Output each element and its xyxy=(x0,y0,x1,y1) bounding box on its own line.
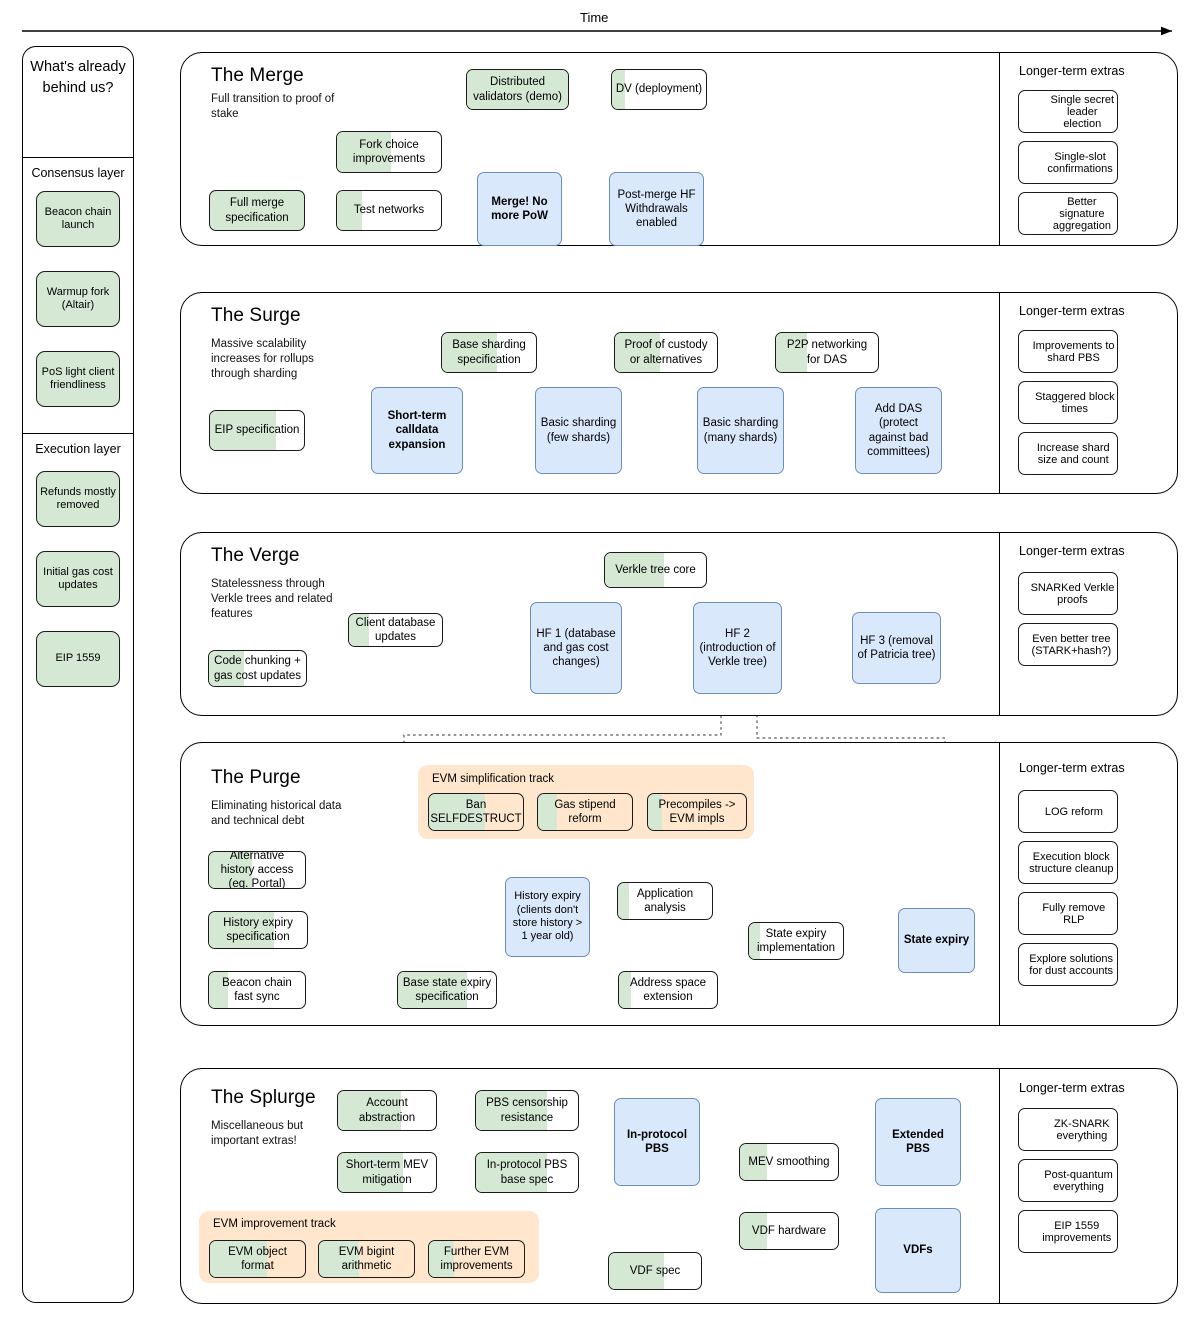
phase-title-verge: The Verge xyxy=(211,545,300,566)
extra-purge-execution-block-structure-cleanup[interactable]: Execution block structure cleanup xyxy=(1018,841,1118,884)
node-in-protocol-pbs-base-spec[interactable]: In-protocol PBS base spec xyxy=(475,1152,579,1193)
node-alternative-history-access[interactable]: Alternative history access (eg. Portal) xyxy=(208,851,306,889)
node-evm-object-format[interactable]: EVM object format xyxy=(209,1240,306,1278)
extras-divider-splurge xyxy=(999,1069,1000,1303)
node-basic-sharding-many-shards[interactable]: Basic sharding (many shards) xyxy=(697,387,784,474)
node-basic-sharding-few-shards[interactable]: Basic sharding (few shards) xyxy=(535,387,622,474)
node-client-database-updates[interactable]: Client database updates xyxy=(348,613,443,647)
phase-subtitle-purge: Eliminating historical data and technica… xyxy=(211,800,342,828)
sidebar-item-eip-1559[interactable]: EIP 1559 xyxy=(36,631,120,687)
phase-subtitle-splurge: Miscellaneous but important extras! xyxy=(211,1120,304,1148)
node-extended-pbs[interactable]: Extended PBS xyxy=(875,1098,961,1186)
sidebar-divider-2 xyxy=(23,433,133,434)
extra-verge-even-better-tree[interactable]: Even better tree (STARK+hash?) xyxy=(1018,623,1118,666)
extras-heading-purge: Longer-term extras xyxy=(1019,761,1125,775)
sidebar-heading-consensus: Consensus layer xyxy=(31,166,125,180)
node-dv-deployment[interactable]: DV (deployment) xyxy=(611,69,707,110)
sidebar-divider-1 xyxy=(23,157,133,158)
sidebar-item-beacon-chain-launch[interactable]: Beacon chain launch xyxy=(36,191,120,247)
evm-improvement-track-label: EVM improvement track xyxy=(213,1218,336,1230)
sidebar-item-initial-gas-cost-updates[interactable]: Initial gas cost updates xyxy=(36,551,120,607)
node-distributed-validators[interactable]: Distributed validators (demo) xyxy=(466,69,569,110)
node-post-merge-hf[interactable]: Post-merge HF Withdrawals enabled xyxy=(609,172,704,246)
extra-merge-better-signature-aggregation[interactable]: Better signature aggregation xyxy=(1018,192,1118,235)
phase-title-surge: The Surge xyxy=(211,305,301,326)
node-merge[interactable]: Merge! No more PoW xyxy=(477,172,562,246)
node-eip-specification[interactable]: EIP specification xyxy=(209,410,305,451)
extra-purge-fully-remove-rlp[interactable]: Fully remove RLP xyxy=(1018,892,1118,935)
node-p2p-networking-for-das[interactable]: P2P networking for DAS xyxy=(775,332,879,373)
node-hf-3[interactable]: HF 3 (removal of Patricia tree) xyxy=(852,612,941,684)
phase-subtitle-verge: Statelessness through Verkle trees and r… xyxy=(211,578,333,621)
phase-title-purge: The Purge xyxy=(211,767,301,788)
extras-heading-splurge: Longer-term extras xyxy=(1019,1081,1125,1095)
extra-purge-explore-dust-accounts[interactable]: Explore solutions for dust accounts xyxy=(1018,943,1118,986)
extra-splurge-zk-snark-everything[interactable]: ZK-SNARK everything xyxy=(1018,1108,1118,1151)
phase-title-splurge: The Splurge xyxy=(211,1087,316,1108)
node-beacon-chain-fast-sync[interactable]: Beacon chain fast sync xyxy=(208,971,306,1009)
node-full-merge-specification[interactable]: Full merge specification xyxy=(209,190,305,231)
node-history-expiry-specification[interactable]: History expiry specification xyxy=(208,911,308,949)
node-hf-1[interactable]: HF 1 (database and gas cost changes) xyxy=(530,602,622,694)
node-vdf-hardware[interactable]: VDF hardware xyxy=(739,1212,839,1250)
extra-splurge-post-quantum-everything[interactable]: Post-quantum everything xyxy=(1018,1159,1118,1202)
node-application-analysis[interactable]: Application analysis xyxy=(617,882,713,920)
node-vdfs[interactable]: VDFs xyxy=(875,1208,961,1293)
extra-surge-staggered-block-times[interactable]: Staggered block times xyxy=(1018,381,1118,424)
extra-merge-single-secret-leader-election[interactable]: Single secret leader election xyxy=(1018,90,1118,133)
node-base-state-expiry-specification[interactable]: Base state expiry specification xyxy=(397,971,497,1009)
extra-verge-snarked-verkle-proofs[interactable]: SNARKed Verkle proofs xyxy=(1018,572,1118,615)
node-precompiles-evm-impls[interactable]: Precompiles -> EVM impls xyxy=(647,793,747,831)
phase-subtitle-merge: Full transition to proof of stake xyxy=(211,93,335,121)
extras-heading-verge: Longer-term extras xyxy=(1019,544,1125,558)
node-fork-choice-improvements[interactable]: Fork choice improvements xyxy=(336,131,442,173)
sidebar-panel: What's already behind us? Consensus laye… xyxy=(22,46,134,1303)
extra-splurge-eip-1559-improvements[interactable]: EIP 1559 improvements xyxy=(1018,1210,1118,1253)
phase-subtitle-surge: Massive scalability increases for rollup… xyxy=(211,338,314,381)
extras-divider-surge xyxy=(999,293,1000,493)
extra-surge-increase-shard-size[interactable]: Increase shard size and count xyxy=(1018,432,1118,475)
node-hf-2[interactable]: HF 2 (introduction of Verkle tree) xyxy=(693,602,782,694)
node-gas-stipend-reform[interactable]: Gas stipend reform xyxy=(537,793,633,831)
extra-purge-log-reform[interactable]: LOG reform xyxy=(1018,790,1118,833)
extras-divider-verge xyxy=(999,533,1000,715)
extras-divider-purge xyxy=(999,743,1000,1025)
node-code-chunking-gas-cost-updates[interactable]: Code chunking + gas cost updates xyxy=(208,650,307,687)
node-add-das[interactable]: Add DAS (protect against bad committees) xyxy=(855,387,942,474)
node-base-sharding-specification[interactable]: Base sharding specification xyxy=(441,332,537,373)
sidebar-heading-execution: Execution layer xyxy=(35,442,121,456)
phase-title-merge: The Merge xyxy=(211,65,304,86)
node-in-protocol-pbs[interactable]: In-protocol PBS xyxy=(614,1098,700,1186)
node-short-term-mev-mitigation[interactable]: Short-term MEV mitigation xyxy=(337,1152,437,1193)
node-verkle-tree-core[interactable]: Verkle tree core xyxy=(604,552,707,588)
node-ban-selfdestruct[interactable]: Ban SELFDESTRUCT xyxy=(428,793,524,831)
node-pbs-censorship-resistance[interactable]: PBS censorship resistance xyxy=(475,1090,579,1131)
node-state-expiry-implementation[interactable]: State expiry implementation xyxy=(748,922,844,960)
extra-surge-improvements-shard-pbs[interactable]: Improvements to shard PBS xyxy=(1018,330,1118,373)
node-vdf-spec[interactable]: VDF spec xyxy=(608,1252,702,1290)
time-axis-label: Time xyxy=(580,10,609,25)
node-history-expiry[interactable]: History expiry (clients don't store hist… xyxy=(505,877,590,957)
node-evm-bigint-arithmetic[interactable]: EVM bigint arithmetic xyxy=(318,1240,415,1278)
node-address-space-extension[interactable]: Address space extension xyxy=(618,971,718,1009)
node-short-term-calldata-expansion[interactable]: Short-term calldata expansion xyxy=(371,387,463,474)
extra-merge-single-slot-confirmations[interactable]: Single-slot confirmations xyxy=(1018,141,1118,184)
node-further-evm-improvements[interactable]: Further EVM improvements xyxy=(428,1240,525,1278)
sidebar-title: What's already behind us? xyxy=(30,59,126,97)
extras-heading-merge: Longer-term extras xyxy=(1019,64,1125,78)
node-state-expiry[interactable]: State expiry xyxy=(898,908,975,973)
node-mev-smoothing[interactable]: MEV smoothing xyxy=(739,1143,839,1181)
node-test-networks[interactable]: Test networks xyxy=(336,190,442,231)
node-account-abstraction[interactable]: Account abstraction xyxy=(337,1090,437,1131)
node-proof-of-custody[interactable]: Proof of custody or alternatives xyxy=(614,332,718,373)
phase-panel-surge: The Surge Massive scalability increases … xyxy=(180,292,1178,494)
evm-simplification-track-label: EVM simplification track xyxy=(432,773,555,785)
sidebar-item-pos-light-client[interactable]: PoS light client friendliness xyxy=(36,351,120,407)
sidebar-item-warmup-fork[interactable]: Warmup fork (Altair) xyxy=(36,271,120,327)
extras-divider-merge xyxy=(999,53,1000,245)
extras-heading-surge: Longer-term extras xyxy=(1019,304,1125,318)
sidebar-item-refunds-removed[interactable]: Refunds mostly removed xyxy=(36,471,120,527)
time-axis-arrow xyxy=(22,26,1172,36)
